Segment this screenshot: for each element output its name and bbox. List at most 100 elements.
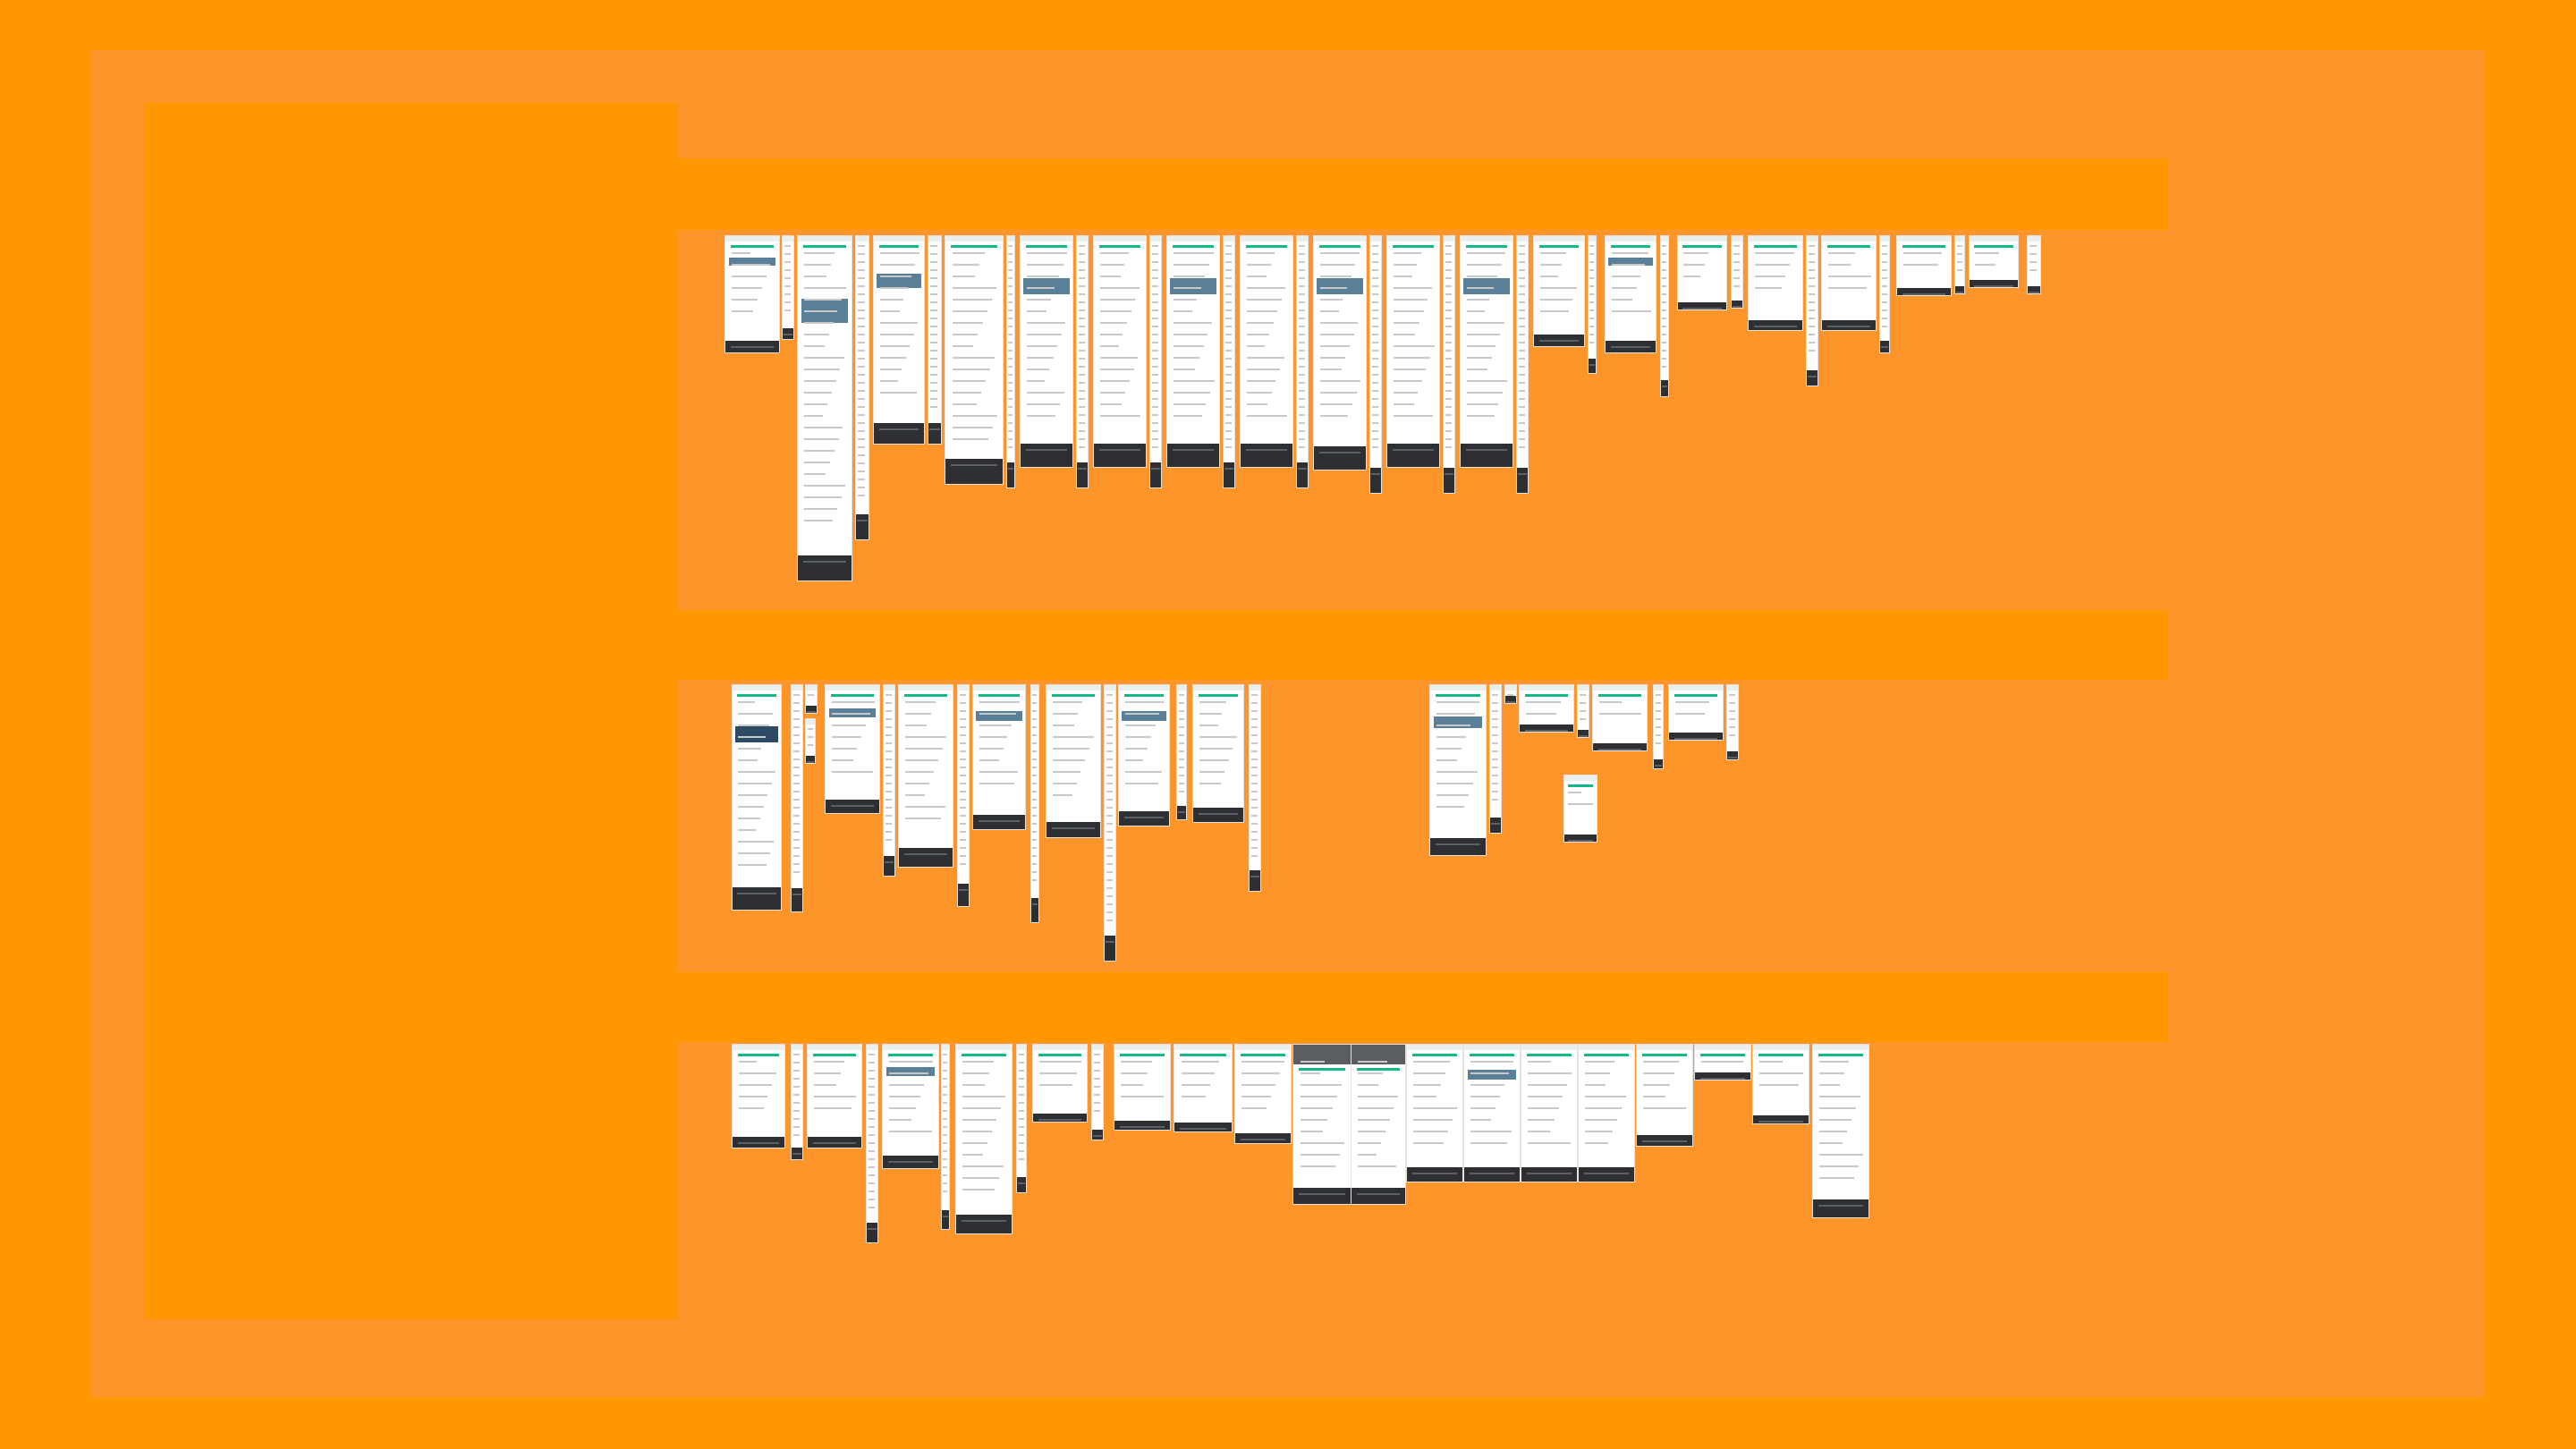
artboard-thumbnail[interactable]: [1463, 1044, 1521, 1182]
artboard-thumbnail[interactable]: [1726, 684, 1739, 760]
artboard-thumbnail[interactable]: [1351, 1044, 1406, 1205]
artboard-thumbnail[interactable]: [1533, 235, 1585, 347]
artboard-thumbnail[interactable]: [1296, 235, 1309, 488]
artboard-thumbnail[interactable]: [1016, 1044, 1027, 1193]
artboard-thumbnail[interactable]: [732, 1044, 785, 1148]
artboard-thumbnail[interactable]: [855, 235, 869, 540]
artboard-thumbnail[interactable]: [1694, 1044, 1751, 1080]
artboard-thumbnail[interactable]: [1504, 684, 1517, 704]
artboard-thumbnail[interactable]: [1516, 235, 1529, 494]
artboard-text-line: [1393, 357, 1431, 359]
artboard-thumbnail[interactable]: [1519, 684, 1574, 733]
artboard-thumbnail[interactable]: [1521, 1044, 1578, 1182]
artboard-thumbnail[interactable]: [1668, 684, 1724, 741]
artboard-thumbnail[interactable]: [782, 235, 794, 340]
artboard-thumbnail[interactable]: [797, 235, 852, 581]
artboard-thumbnail[interactable]: [1223, 235, 1235, 488]
artboard-thumbnail[interactable]: [825, 684, 880, 814]
artboard-thumbnail[interactable]: [941, 1044, 950, 1230]
artboard-thumbnail[interactable]: [1093, 235, 1147, 468]
artboard-thumbnail[interactable]: [1076, 235, 1089, 488]
artboard-thumbnail[interactable]: [1114, 1044, 1171, 1131]
artboard-thumbnail[interactable]: [1592, 684, 1648, 751]
artboard-thumbnail[interactable]: [807, 1044, 862, 1148]
artboard-thumbnail[interactable]: [1563, 775, 1597, 843]
artboard-text-line: [1819, 1131, 1847, 1132]
artboard-thumbnail[interactable]: [791, 684, 803, 912]
artboard-thumbnail[interactable]: [1313, 235, 1367, 470]
artboard-thumbnail[interactable]: [1429, 684, 1487, 856]
artboard-thumbnail[interactable]: [1240, 235, 1293, 468]
layers-panel[interactable]: [144, 103, 678, 1319]
artboard-thumbnail[interactable]: [1806, 235, 1818, 386]
artboard-thumbnail[interactable]: [883, 684, 895, 877]
artboard-thumbnail[interactable]: [1369, 235, 1382, 494]
artboard-header: [733, 685, 781, 691]
artboard-thumbnail[interactable]: [866, 1044, 878, 1243]
artboard-thumbnail[interactable]: [732, 684, 782, 911]
artboard-thumbnail[interactable]: [1969, 235, 2019, 288]
artboard-thumbnail[interactable]: [1020, 235, 1073, 468]
artboard-thumbnail[interactable]: [1605, 235, 1657, 353]
artboard-thumbnail[interactable]: [1821, 235, 1877, 331]
artboard-thumbnail[interactable]: [1636, 1044, 1693, 1147]
artboard-thumbnail[interactable]: [1577, 684, 1589, 738]
artboard-thumbnail[interactable]: [724, 235, 780, 353]
artboard-thumbnail[interactable]: [1653, 684, 1664, 769]
artboard-thumbnail[interactable]: [1406, 1044, 1463, 1182]
artboard-thumbnail[interactable]: [1588, 235, 1597, 374]
artboard-thumbnail[interactable]: [1954, 235, 1965, 294]
artboard-text-line: [930, 293, 938, 295]
artboard-thumbnail[interactable]: [2027, 235, 2041, 294]
artboard-text-line: [1413, 1119, 1453, 1121]
artboard-thumbnail[interactable]: [957, 684, 970, 907]
artboard-thumbnail[interactable]: [1149, 235, 1162, 488]
artboard-thumbnail[interactable]: [873, 235, 925, 445]
artboard-footer: [806, 756, 815, 763]
artboard-thumbnail[interactable]: [1104, 684, 1116, 962]
artboard-thumbnail[interactable]: [898, 684, 953, 868]
artboard-thumbnail[interactable]: [1192, 684, 1244, 823]
artboard-thumbnail[interactable]: [1118, 684, 1170, 826]
artboard-text-line: [1298, 390, 1305, 392]
artboard-thumbnail[interactable]: [1752, 1044, 1809, 1124]
artboard-thumbnail[interactable]: [1443, 235, 1455, 494]
artboard-thumbnail[interactable]: [928, 235, 942, 445]
artboard-header: [1167, 236, 1219, 242]
artboard-text-line: [1579, 710, 1586, 712]
artboard-thumbnail[interactable]: [1731, 235, 1743, 309]
artboard-thumbnail[interactable]: [972, 684, 1026, 830]
artboard-thumbnail[interactable]: [1032, 1044, 1088, 1123]
artboard-thumbnail[interactable]: [1489, 684, 1502, 834]
artboard-text-line: [858, 309, 866, 311]
artboard-thumbnail[interactable]: [1030, 684, 1039, 923]
artboard-thumbnail[interactable]: [1660, 235, 1669, 397]
artboard-text-line: [1413, 1061, 1450, 1063]
artboard-thumbnail[interactable]: [955, 1044, 1013, 1234]
artboard-thumbnail[interactable]: [1578, 1044, 1635, 1182]
artboard-thumbnail[interactable]: [1166, 235, 1220, 468]
artboard-text-line: [1358, 1142, 1381, 1144]
artboard-thumbnail[interactable]: [1091, 1044, 1104, 1140]
artboard-thumbnail[interactable]: [1748, 235, 1803, 331]
artboard-thumbnail[interactable]: [882, 1044, 939, 1169]
artboard-text-line: [1008, 253, 1013, 255]
artboard-thumbnail[interactable]: [805, 684, 818, 714]
artboard-thumbnail[interactable]: [1249, 684, 1261, 892]
artboard-thumbnail[interactable]: [1677, 235, 1727, 310]
artboard-thumbnail[interactable]: [1234, 1044, 1292, 1144]
artboard-thumbnail[interactable]: [1812, 1044, 1869, 1218]
artboard-thumbnail[interactable]: [1460, 235, 1513, 468]
artboard-thumbnail[interactable]: [805, 718, 816, 764]
artboard-thumbnail[interactable]: [1046, 684, 1101, 838]
artboard-text-line: [1181, 1096, 1206, 1097]
artboard-thumbnail[interactable]: [1879, 235, 1890, 353]
artboard-thumbnail[interactable]: [791, 1044, 803, 1160]
artboard-thumbnail[interactable]: [1176, 684, 1187, 820]
artboard-thumbnail[interactable]: [1386, 235, 1440, 468]
artboard-thumbnail[interactable]: [1174, 1044, 1233, 1132]
artboard-thumbnail[interactable]: [1292, 1044, 1352, 1205]
artboard-thumbnail[interactable]: [1006, 235, 1015, 488]
artboard-thumbnail[interactable]: [945, 235, 1004, 485]
artboard-thumbnail[interactable]: [1896, 235, 1952, 296]
